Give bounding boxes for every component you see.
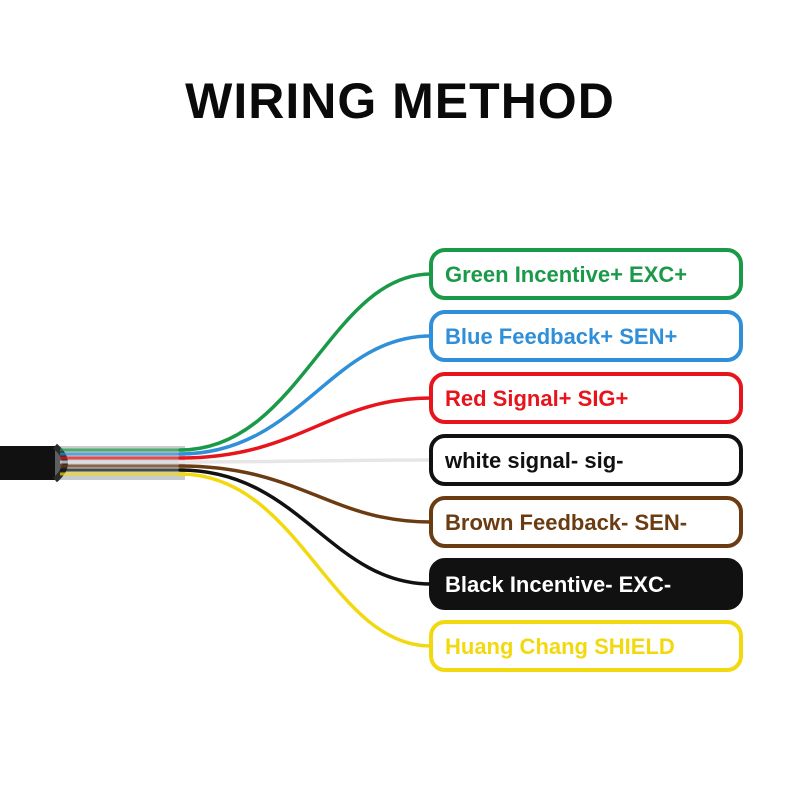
wire-red	[178, 396, 433, 460]
wire-label-green: Green Incentive+ EXC+	[429, 248, 743, 300]
wire-label-text-white: white signal- sig-	[444, 448, 623, 473]
wire-label-white: white signal- sig-	[429, 434, 743, 486]
page-title: WIRING METHOD	[185, 73, 615, 129]
wire-label-box-brown	[429, 496, 743, 548]
wire-label-box-yellow	[429, 620, 743, 672]
wire-green	[178, 272, 433, 452]
wires	[60, 272, 433, 648]
wire-brown	[178, 464, 433, 524]
wire-label-box-green	[429, 248, 743, 300]
wire-black	[178, 468, 433, 586]
wire-label-black: Black Incentive- EXC-	[429, 558, 743, 610]
wire-label-text-black: Black Incentive- EXC-	[445, 572, 671, 597]
wire-label-blue: Blue Feedback+ SEN+	[429, 310, 743, 362]
wire-blue	[178, 334, 433, 456]
wire-label-text-yellow: Huang Chang SHIELD	[445, 634, 675, 659]
wire-label-text-blue: Blue Feedback+ SEN+	[445, 324, 677, 349]
wire-label-text-brown: Brown Feedback- SEN-	[445, 510, 687, 535]
wire-label-yellow: Huang Chang SHIELD	[429, 620, 743, 672]
wire-label-box-red	[429, 372, 743, 424]
cable-jacket	[0, 446, 63, 480]
wire-label-text-green: Green Incentive+ EXC+	[445, 262, 687, 287]
wire-label-text-red: Red Signal+ SIG+	[445, 386, 628, 411]
wire-white	[178, 458, 433, 464]
wire-label-box-white	[429, 434, 743, 486]
wire-label-box-black	[429, 558, 743, 610]
wire-yellow	[178, 472, 433, 648]
wire-labels: Green Incentive+ EXC+ Blue Feedback+ SEN+…	[429, 248, 743, 672]
wire-label-red: Red Signal+ SIG+	[429, 372, 743, 424]
wire-label-box-blue	[429, 310, 743, 362]
wire-label-brown: Brown Feedback- SEN-	[429, 496, 743, 548]
